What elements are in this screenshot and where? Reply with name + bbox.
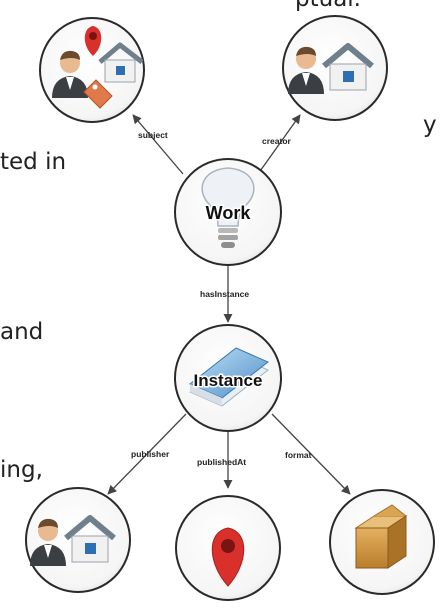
node-publishedat [175, 495, 281, 601]
person-icon [30, 518, 66, 566]
house-icon [98, 42, 144, 83]
bg-text-line-2: y [423, 112, 437, 138]
house-icon [322, 43, 374, 91]
bg-text-line-1: ptual. [295, 0, 361, 11]
bg-text-line-5: ing, [0, 457, 43, 483]
edge-label-publishedat: publishedAt [197, 457, 246, 467]
edge-label-format: format [285, 450, 312, 460]
pin-icon [84, 26, 102, 56]
house-icon [64, 515, 116, 563]
node-creator [282, 15, 388, 121]
node-label-work: Work [206, 203, 252, 223]
node-publisher [25, 487, 131, 593]
edge-label-creator: creator [262, 136, 292, 146]
pin-icon [211, 527, 245, 587]
bg-text-line-4: and [0, 319, 44, 345]
node-format [329, 489, 435, 595]
lightbulb-icon [201, 167, 255, 248]
person-icon [52, 50, 88, 98]
edge-creator [257, 114, 301, 175]
edge-label-publisher: publisher [131, 449, 170, 459]
edge-label-subject: subject [138, 130, 168, 140]
box-icon [354, 504, 408, 569]
node-subject [39, 17, 145, 123]
edge-format [271, 413, 351, 495]
edge-subject [132, 114, 184, 175]
person-icon [288, 46, 324, 94]
edges [107, 114, 351, 495]
book-icon [189, 347, 269, 407]
edge-label-hasinstance: hasInstance [200, 289, 249, 299]
node-label-instance: Instance [194, 371, 263, 390]
tag-icon [83, 79, 113, 109]
node-instance: Instance [174, 324, 282, 432]
edge-publisher [107, 413, 187, 495]
bg-text-line-3: ted in [0, 149, 67, 175]
node-work: Work [174, 158, 282, 266]
